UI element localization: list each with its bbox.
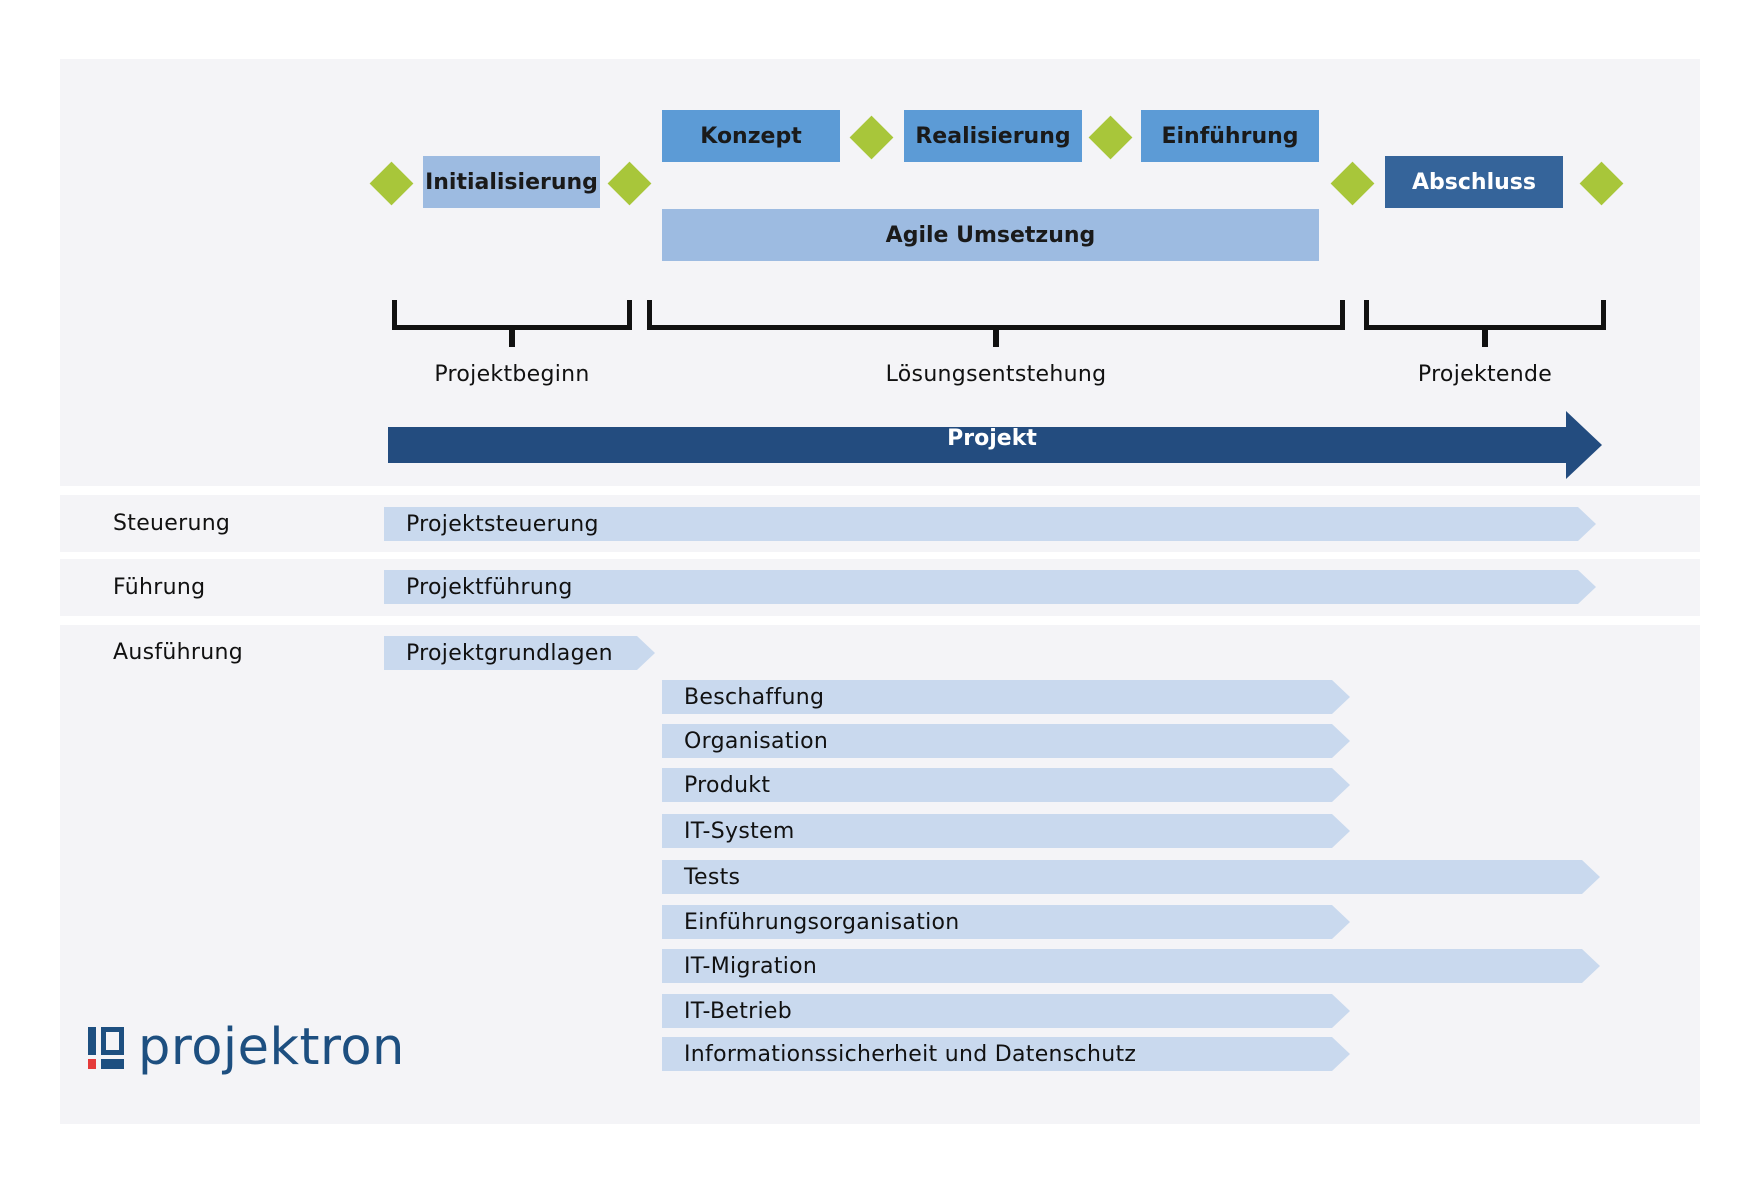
bar-projektfuehrung: Projektführung <box>384 570 1596 604</box>
phase-agile-umsetzung: Agile Umsetzung <box>662 209 1319 261</box>
phase-abschluss: Abschluss <box>1385 156 1563 208</box>
bar-einfuehrungsorganisation: Einführungsorganisation <box>662 905 1350 939</box>
bar-organisation: Organisation <box>662 724 1350 758</box>
phase-einfuehrung: Einführung <box>1141 110 1319 162</box>
label-projektende: Projektende <box>1417 362 1553 387</box>
label-projektbeginn: Projektbeginn <box>434 362 590 387</box>
label-loesungsentstehung: Lösungsentstehung <box>885 362 1107 387</box>
bar-it-system: IT-System <box>662 814 1350 848</box>
bar-projektgrundlagen: Projektgrundlagen <box>384 636 655 670</box>
phase-konzept: Konzept <box>662 110 840 162</box>
bar-tests: Tests <box>662 860 1600 894</box>
bar-projektsteuerung: Projektsteuerung <box>384 507 1596 541</box>
phase-initialisierung: Initialisierung <box>423 156 600 208</box>
projekt-arrow <box>388 411 1602 479</box>
projektron-logo: projektron <box>88 1022 405 1073</box>
bar-informationssicherheit: Informationssicherheit und Datenschutz <box>662 1037 1350 1071</box>
projekt-label: Projekt <box>947 426 1037 451</box>
row-label-fuehrung: Führung <box>113 575 206 600</box>
bar-it-betrieb: IT-Betrieb <box>662 994 1350 1028</box>
bar-it-migration: IT-Migration <box>662 949 1600 983</box>
bracket-projektende <box>1364 300 1606 347</box>
row-label-ausfuehrung: Ausführung <box>113 640 243 665</box>
row-label-steuerung: Steuerung <box>113 511 231 536</box>
phase-realisierung: Realisierung <box>904 110 1082 162</box>
projektron-logo-text: projektron <box>138 1018 405 1077</box>
bracket-loesungsentstehung <box>647 300 1345 347</box>
projektron-logo-icon <box>88 1026 124 1069</box>
bracket-projektbeginn <box>392 300 632 347</box>
bar-beschaffung: Beschaffung <box>662 680 1350 714</box>
bar-produkt: Produkt <box>662 768 1350 802</box>
